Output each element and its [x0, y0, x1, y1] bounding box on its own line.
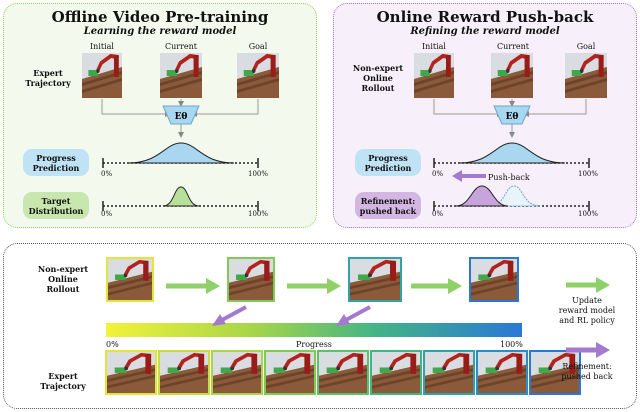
expert-strip-frame — [264, 350, 316, 395]
progress-tick-100: 100% — [500, 340, 523, 349]
left-target-distribution-pill: Target Distribution — [23, 192, 89, 219]
right-refinement-pill: Refinement: pushed back — [355, 192, 421, 219]
left-frame-label-goal: Goal — [248, 42, 268, 51]
expert-strip-frame — [158, 350, 210, 395]
expert-strip-frame — [211, 350, 263, 395]
right-connector-goal — [523, 99, 587, 117]
robot-scene-icon — [372, 352, 420, 393]
rollout-frame-3 — [348, 257, 402, 302]
robot-scene-icon — [160, 53, 202, 98]
right-frame-label-initial: Initial — [422, 42, 446, 51]
left-target-tick-0: 0% — [101, 210, 113, 218]
rollout-arrowhead-3 — [448, 278, 462, 294]
right-frame-initial — [414, 53, 454, 98]
right-frame-current — [491, 53, 533, 98]
left-encoder-shape — [162, 105, 200, 125]
right-refine-tick-0: 0% — [432, 210, 444, 218]
right-original-distribution-hatched — [489, 185, 541, 207]
left-panel-subtitle: Learning the reward model — [83, 26, 237, 37]
right-pred-tick-0: 0% — [432, 170, 444, 178]
progress-gradient-bar — [106, 323, 522, 337]
rollout-arrowhead-1 — [206, 278, 220, 294]
right-panel-subtitle: Refining the reward model — [410, 26, 560, 37]
robot-scene-icon — [565, 53, 607, 98]
robot-scene-icon — [107, 352, 155, 393]
legend-refine-label: Refinement: pushed back — [561, 362, 613, 381]
left-pred-tick-100: 100% — [248, 170, 269, 178]
right-progress-prediction-pill: Progress Prediction — [355, 149, 421, 176]
robot-scene-icon — [229, 259, 273, 300]
progress-tick-0: 0% — [106, 340, 119, 349]
robot-scene-icon — [160, 352, 208, 393]
bottom-expert-label: Expert Trajectory — [40, 371, 86, 391]
expert-strip-frame — [476, 350, 528, 395]
robot-scene-icon — [82, 53, 122, 98]
right-refined-distribution — [455, 185, 509, 207]
right-pred-tick-100: 100% — [578, 170, 599, 178]
right-frame-label-current: Current — [496, 42, 530, 51]
robot-scene-icon — [213, 352, 261, 393]
robot-scene-icon — [108, 259, 152, 300]
pushback-label: Push-back — [488, 173, 530, 182]
rollout-frame-2 — [227, 257, 275, 302]
left-connector-initial — [101, 99, 171, 117]
pushback-arrowhead — [452, 170, 462, 182]
legend-update-label: Update reward model and RL policy — [558, 296, 616, 325]
right-frame-goal — [565, 53, 607, 98]
left-pred-tick-0: 0% — [101, 170, 113, 178]
expert-strip-frame — [529, 350, 581, 395]
left-expert-trajectory-label: Expert Trajectory — [25, 68, 71, 88]
pushback-down-arrow-1 — [221, 305, 247, 322]
pushback-down-arrow-2 — [345, 305, 371, 322]
pushback-down-arrowhead-2 — [336, 314, 350, 326]
left-frame-current — [160, 53, 202, 98]
expert-strip-frame — [317, 350, 369, 395]
right-pred-distribution — [458, 142, 566, 164]
robot-scene-icon — [471, 259, 517, 300]
left-target-tick-100: 100% — [248, 210, 269, 218]
left-frame-label-initial: Initial — [90, 42, 114, 51]
left-pred-distribution — [127, 142, 235, 164]
expert-strip-frame — [423, 350, 475, 395]
progress-label: Progress — [296, 340, 332, 349]
right-refine-tick-100: 100% — [578, 210, 599, 218]
robot-scene-icon — [491, 53, 533, 98]
left-frame-goal — [237, 53, 279, 98]
right-rollout-label: Non-expert Online Rollout — [352, 63, 404, 93]
left-progress-prediction-pill: Progress Prediction — [23, 149, 89, 176]
rollout-frame-1 — [106, 257, 154, 302]
right-frame-label-goal: Goal — [576, 42, 596, 51]
expert-strip-frame — [105, 350, 157, 395]
robot-scene-icon — [319, 352, 367, 393]
right-panel-title: Online Reward Push-back — [376, 8, 594, 26]
rollout-frame-4 — [469, 257, 519, 302]
legend-refine-arrowhead — [596, 342, 610, 358]
left-encoder-symbol: Eθ — [175, 112, 188, 122]
left-target-distribution — [162, 186, 200, 207]
robot-scene-icon — [531, 352, 579, 393]
left-frame-label-current: Current — [164, 42, 198, 51]
right-encoder-shape — [493, 105, 531, 125]
rollout-arrowhead-2 — [327, 278, 341, 294]
expert-strip-frame — [370, 350, 422, 395]
robot-scene-icon — [414, 53, 454, 98]
right-connector-initial — [433, 99, 503, 117]
offline-pretraining-panel: Offline Video Pre-training Learning the … — [3, 3, 317, 228]
left-frame-initial — [82, 53, 122, 98]
pushback-down-arrowhead-1 — [212, 314, 226, 326]
left-connector-goal — [191, 99, 259, 117]
legend-update-arrowhead — [596, 277, 610, 293]
left-panel-title: Offline Video Pre-training — [51, 8, 269, 26]
robot-scene-icon — [425, 352, 473, 393]
robot-scene-icon — [266, 352, 314, 393]
robot-scene-icon — [237, 53, 279, 98]
robot-scene-icon — [478, 352, 526, 393]
bottom-rollout-label: Non-expert Online Rollout — [37, 264, 89, 294]
right-encoder-symbol: Eθ — [506, 112, 519, 122]
robot-scene-icon — [350, 259, 400, 300]
